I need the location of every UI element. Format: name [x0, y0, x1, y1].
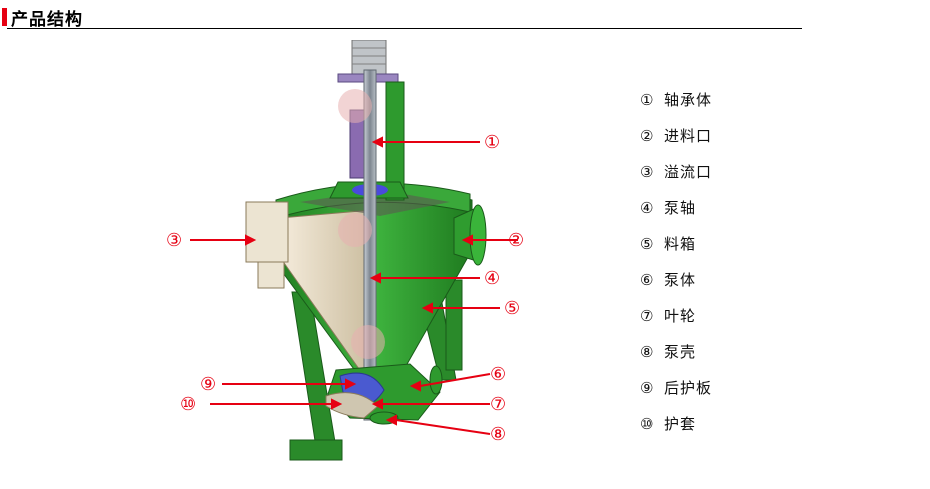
callout-9: ⑨ — [200, 374, 216, 395]
legend-label: 后护板 — [664, 379, 713, 397]
legend-label: 叶轮 — [664, 307, 697, 325]
legend-number: ⑩ — [640, 415, 654, 433]
legend-label: 泵体 — [664, 271, 697, 289]
legend-item: ④ 泵轴 — [640, 198, 712, 234]
section-title: 产品结构 — [11, 10, 83, 30]
pump-casing — [325, 363, 443, 425]
callout-arrows — [190, 136, 518, 435]
callout-8: ⑧ — [490, 424, 506, 445]
header-underline — [7, 28, 802, 29]
pump-structure-diagram: ① ② ③ ④ ⑤ ⑥ ⑦ ⑧ ⑨ ⑩ — [166, 40, 524, 461]
legend-label: 泵轴 — [664, 199, 697, 217]
legend-number: ⑧ — [640, 343, 654, 361]
header-accent-bar — [2, 8, 7, 26]
feed-inlet — [453, 204, 487, 266]
legend-label: 泵壳 — [664, 343, 697, 361]
legend-item: ⑥ 泵体 — [640, 270, 712, 306]
callout-5: ⑤ — [504, 298, 520, 319]
legend-number: ⑤ — [640, 235, 654, 253]
callout-2: ② — [508, 230, 524, 251]
section-header: 产品结构 — [0, 0, 802, 30]
watermark-seal — [338, 89, 385, 359]
overflow-outlet — [245, 201, 289, 289]
legend-item: ⑨ 后护板 — [640, 378, 712, 414]
legend-item: ② 进料口 — [640, 126, 712, 162]
legend-item: ⑦ 叶轮 — [640, 306, 712, 342]
legend-label: 料箱 — [664, 235, 697, 253]
legend-number: ② — [640, 127, 654, 145]
legend-item: ③ 溢流口 — [640, 162, 712, 198]
legend-number: ① — [640, 91, 654, 109]
legend-label: 轴承体 — [664, 91, 713, 109]
legend-item: ⑩ 护套 — [640, 414, 712, 450]
legend-number: ③ — [640, 163, 654, 181]
callout-6: ⑥ — [490, 364, 506, 385]
legend-number: ④ — [640, 199, 654, 217]
legend-label: 护套 — [664, 415, 697, 433]
callout-1: ① — [484, 132, 500, 153]
callout-7: ⑦ — [490, 394, 506, 415]
legend-number: ⑦ — [640, 307, 654, 325]
callout-10: ⑩ — [180, 394, 196, 415]
legend-label: 溢流口 — [664, 163, 713, 181]
callout-4: ④ — [484, 268, 500, 289]
legend-item: ⑧ 泵壳 — [640, 342, 712, 378]
legend-number: ⑨ — [640, 379, 654, 397]
legend-item: ① 轴承体 — [640, 90, 712, 126]
legend-number: ⑥ — [640, 271, 654, 289]
legend-label: 进料口 — [664, 127, 713, 145]
legend-item: ⑤ 料箱 — [640, 234, 712, 270]
callout-3: ③ — [166, 230, 182, 251]
